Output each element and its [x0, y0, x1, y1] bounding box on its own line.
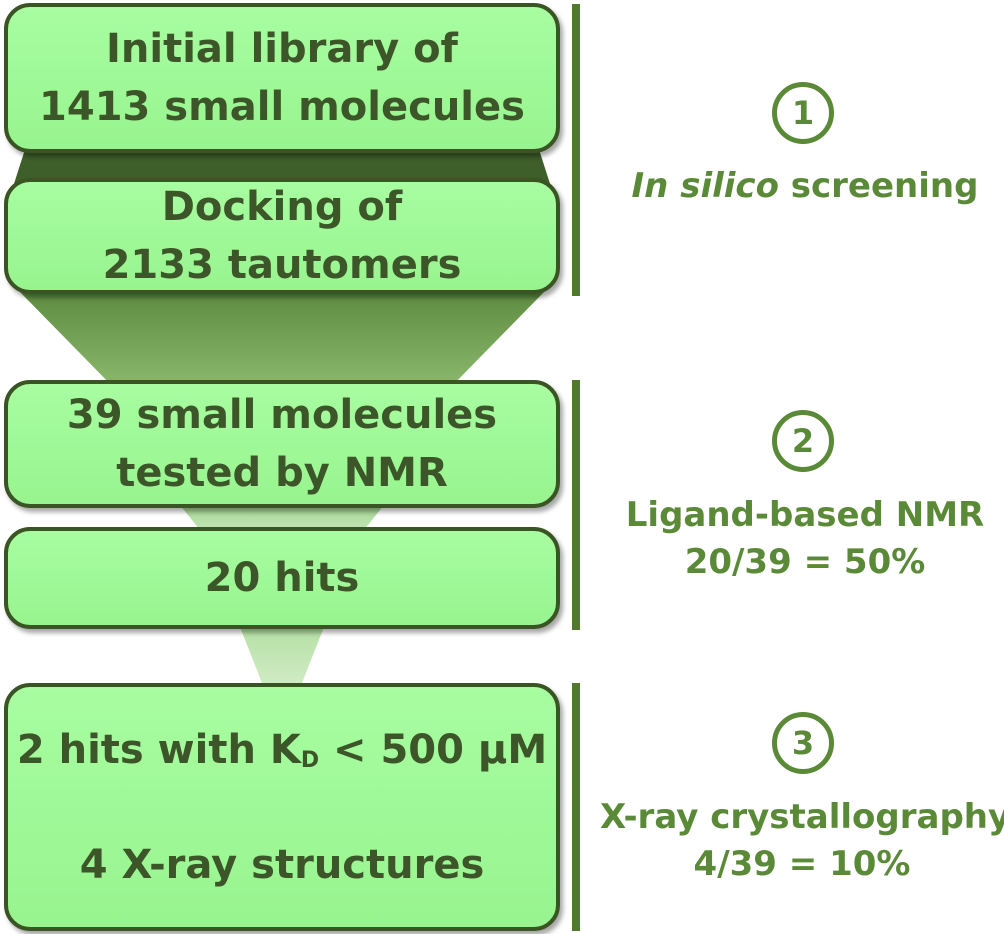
kd-hits-pre: 2 hits with K: [16, 726, 301, 773]
step-1-bracket: [572, 4, 580, 296]
docking-line2: 2133 tautomers: [102, 242, 462, 288]
funnel-connector-2: [18, 290, 546, 392]
step-2-number: 2: [772, 410, 834, 472]
step-3-label: X-ray crystallography 4/39 = 10%: [600, 794, 1004, 888]
initial-library-box: Initial library of 1413 small molecules: [4, 3, 560, 153]
step-2-label: Ligand-based NMR 20/39 = 50%: [605, 492, 1004, 586]
funnel-connector-4: [240, 627, 324, 688]
docking-box: Docking of 2133 tautomers: [4, 178, 560, 294]
xray-results-box: 2 hits with KD < 500 µM 4 X-ray structur…: [4, 683, 560, 931]
initial-library-line2: 1413 small molecules: [39, 84, 525, 130]
step-2-label-line2: 20/39 = 50%: [684, 542, 926, 582]
hits-line: 20 hits: [204, 555, 360, 601]
step-3-label-line2: 4/39 = 10%: [693, 844, 911, 884]
spacer: [8, 790, 556, 836]
step-1-label-rest: screening: [778, 166, 979, 206]
step-1-label-italic: In silico: [631, 166, 779, 206]
kd-subscript: D: [300, 747, 320, 773]
docking-line1: Docking of: [161, 184, 403, 230]
kd-hits-line: 2 hits with KD < 500 µM: [8, 721, 556, 790]
xray-structures-line: 4 X-ray structures: [79, 841, 485, 888]
kd-hits-post: < 500 µM: [319, 726, 548, 773]
step-1-label: In silico screening: [605, 163, 1004, 210]
nmr-tested-box: 39 small molecules tested by NMR: [4, 380, 560, 508]
nmr-tested-line1: 39 small molecules: [66, 392, 498, 438]
step-3-bracket: [572, 683, 580, 931]
hits-box: 20 hits: [4, 527, 560, 629]
nmr-tested-line2: tested by NMR: [116, 450, 448, 496]
step-1-number: 1: [772, 82, 834, 144]
step-3-label-line1: X-ray crystallography: [600, 797, 1004, 837]
step-2-bracket: [572, 380, 580, 630]
step-3-number: 3: [772, 712, 834, 774]
initial-library-line1: Initial library of: [106, 26, 458, 72]
step-2-label-line1: Ligand-based NMR: [625, 495, 985, 535]
